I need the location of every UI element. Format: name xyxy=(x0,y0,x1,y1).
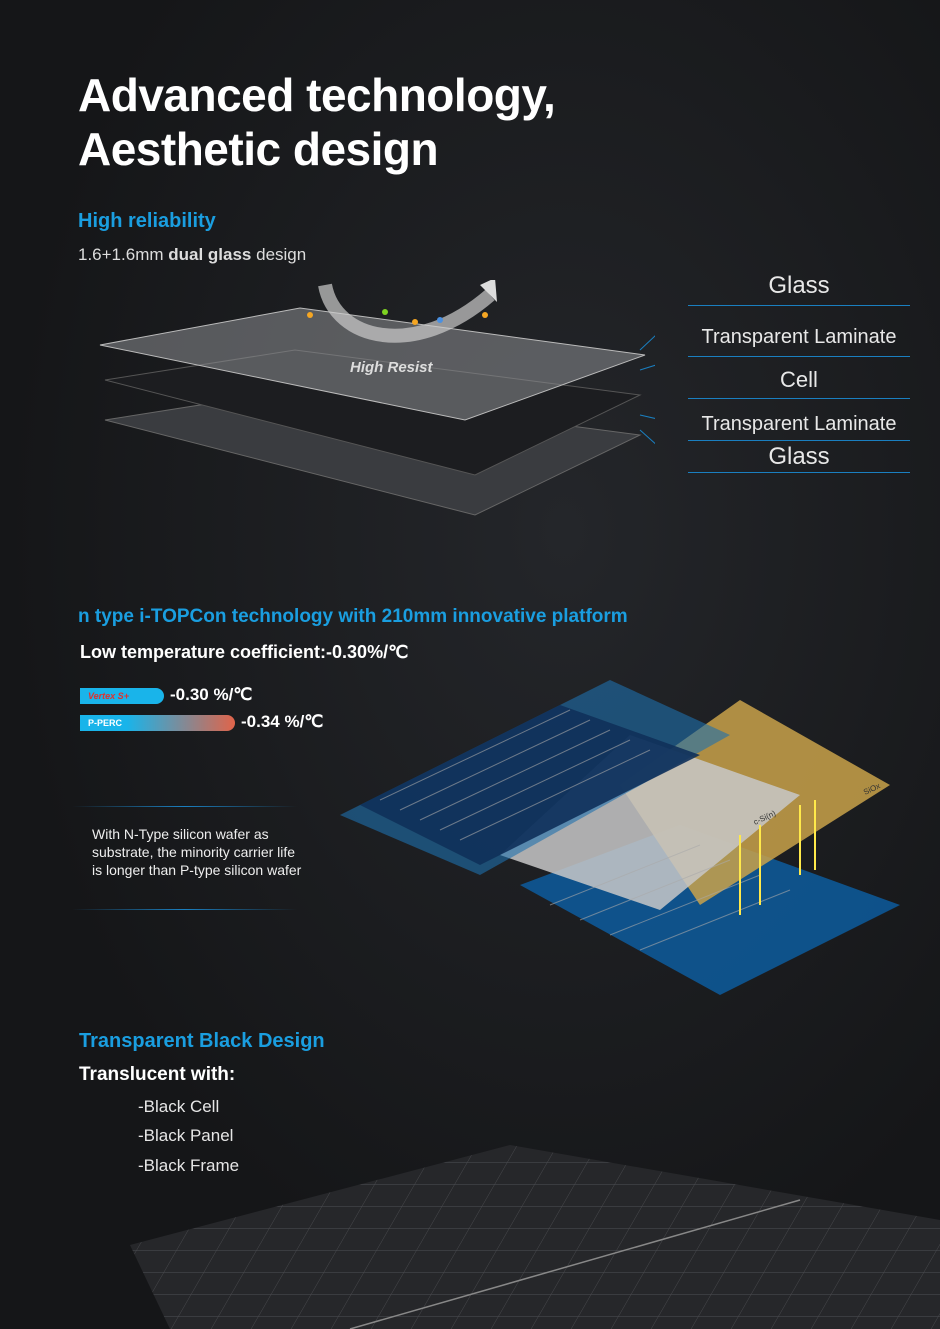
black-subheading: Translucent with: xyxy=(79,1064,236,1085)
vertex-value: -0.30 %/℃ xyxy=(170,685,253,704)
layer-glass-top: Glass xyxy=(768,272,830,299)
reliability-heading: High reliability xyxy=(78,210,216,232)
black-heading: Transparent Black Design xyxy=(79,1030,325,1052)
topcon-subheading: Low temperature coefficient:-0.30%/℃ xyxy=(80,642,409,662)
layer-cell: Cell xyxy=(780,367,818,392)
topcon-heading: n type i-TOPCon technology with 210mm in… xyxy=(78,606,628,627)
layer-glass-bottom: Glass xyxy=(768,443,830,470)
dual-glass-diagram: High Resist xyxy=(99,280,655,516)
ntype-note: With N-Type silicon wafer as substrate, … xyxy=(92,826,302,878)
topcon-cell-diagram: c-Si(n) SiOx xyxy=(340,680,900,995)
black-panel-image xyxy=(130,1145,940,1329)
black-item: -Black Cell xyxy=(138,1097,220,1116)
black-item: -Black Panel xyxy=(138,1126,234,1145)
layer-laminate-bottom: Transparent Laminate xyxy=(701,413,897,435)
perc-value: -0.34 %/℃ xyxy=(241,712,324,731)
black-item: -Black Frame xyxy=(138,1156,240,1175)
layer-laminate-top: Transparent Laminate xyxy=(701,326,897,348)
page-title: Advanced technology,Aesthetic design xyxy=(78,69,556,175)
resist-label: High Resist xyxy=(350,359,434,376)
vertex-bar: Vertex S+ xyxy=(80,688,164,704)
perc-bar: P-PERC xyxy=(80,715,235,731)
reliability-desc: 1.6+1.6mm dual glass design xyxy=(78,245,307,264)
